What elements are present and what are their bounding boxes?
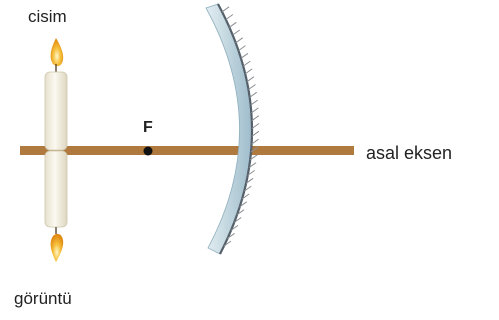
- hatch-mark: [230, 224, 239, 231]
- hatch-mark: [250, 146, 259, 153]
- hatch-mark: [251, 107, 259, 114]
- hatch-mark: [249, 91, 257, 98]
- focal-point-dot: [143, 146, 153, 156]
- image-flame-icon: [50, 233, 64, 262]
- candle-image: [44, 150, 68, 262]
- hatch-mark: [251, 138, 259, 145]
- hatch-mark: [251, 130, 260, 137]
- object-flame-icon: [50, 38, 64, 67]
- candle-object: [44, 38, 68, 151]
- hatch-mark: [245, 177, 254, 184]
- hatch-mark: [247, 169, 255, 176]
- hatch-mark: [246, 76, 255, 83]
- hatch-mark: [243, 60, 251, 67]
- image-label: görüntü: [14, 289, 72, 308]
- hatch-mark: [244, 185, 252, 192]
- hatch-mark: [249, 154, 258, 161]
- hatch-mark: [233, 217, 242, 223]
- hatch-mark: [238, 45, 246, 52]
- hatch-mark: [250, 99, 258, 106]
- hatch-mark: [225, 14, 234, 20]
- hatch-mark: [251, 115, 260, 122]
- hatch-mark: [235, 37, 243, 44]
- hatch-mark: [241, 193, 250, 200]
- hatch-mark: [221, 6, 230, 13]
- hatch-mark: [248, 162, 257, 169]
- focal-point-label: F: [143, 119, 153, 136]
- hatch-mark: [232, 29, 240, 36]
- hatch-mark: [251, 123, 260, 129]
- principal-axis-label: asal eksen: [366, 143, 453, 163]
- mirror-hatching: [221, 6, 260, 247]
- hatch-mark: [248, 84, 256, 90]
- hatch-mark: [236, 209, 245, 216]
- principal-axis: [20, 146, 354, 155]
- object-label: cisim: [28, 7, 67, 26]
- object-candle-body: [44, 71, 68, 151]
- concave-mirror: [205, 3, 253, 255]
- hatch-mark: [223, 240, 232, 247]
- hatch-mark: [227, 232, 235, 239]
- image-candle-body: [44, 150, 68, 228]
- hatch-mark: [240, 52, 249, 59]
- hatch-mark: [239, 201, 247, 208]
- hatch-mark: [244, 68, 253, 75]
- hatch-mark: [229, 21, 237, 28]
